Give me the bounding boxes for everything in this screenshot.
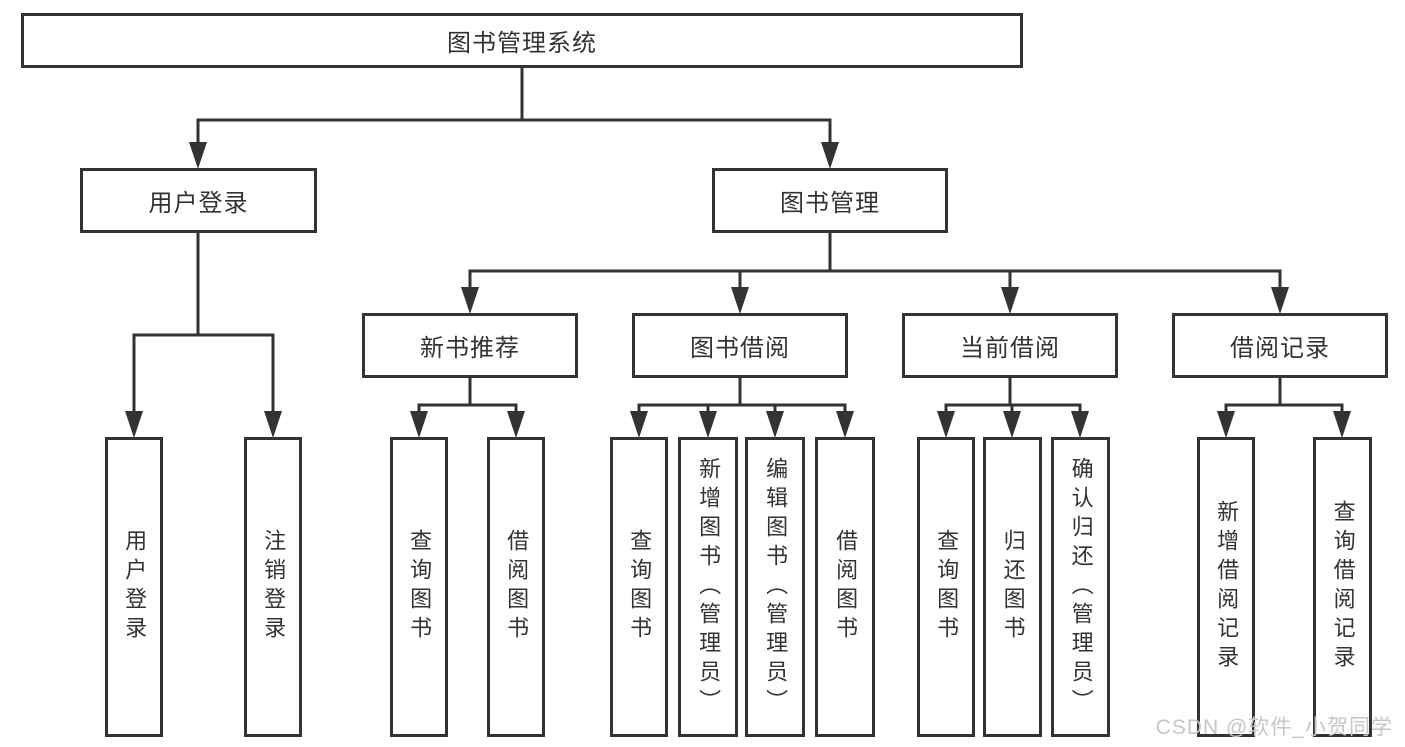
leaf-query-borrow-record: 查询借阅记录 <box>1313 437 1372 737</box>
leaf-add-book-admin: 新增图书（管理员） <box>678 437 738 737</box>
leaf-edit-book-admin: 编辑图书（管理员） <box>745 437 805 737</box>
node-library-management-system: 图书管理系统 <box>21 13 1023 68</box>
leaf-query-books: 查询图书 <box>390 437 448 737</box>
node-current-borrowing: 当前借阅 <box>902 313 1118 378</box>
leaf-borrow-books: 借阅图书 <box>815 437 875 737</box>
node-user-login: 用户登录 <box>80 168 317 233</box>
leaf-label: 新增图书（管理员） <box>696 456 722 718</box>
leaf-label: 新增借阅记录 <box>1214 500 1240 674</box>
leaf-label: 查询图书 <box>407 529 433 645</box>
leaf-user-login: 用户登录 <box>105 437 163 737</box>
node-borrowing-records: 借阅记录 <box>1172 313 1388 378</box>
leaf-label: 借阅图书 <box>504 529 530 645</box>
leaf-confirm-return-admin: 确认归还（管理员） <box>1051 437 1110 737</box>
leaf-label: 查询借阅记录 <box>1330 500 1356 674</box>
leaf-label: 确认归还（管理员） <box>1068 456 1094 718</box>
leaf-query-books: 查询图书 <box>917 437 975 737</box>
leaf-label: 查询图书 <box>627 529 653 645</box>
leaf-label: 查询图书 <box>934 529 960 645</box>
leaf-label: 归还图书 <box>1000 529 1026 645</box>
leaf-label: 注销登录 <box>261 529 287 645</box>
leaf-label: 编辑图书（管理员） <box>763 456 789 718</box>
leaf-label: 用户登录 <box>122 529 148 645</box>
leaf-return-books: 归还图书 <box>983 437 1042 737</box>
leaf-borrow-books: 借阅图书 <box>487 437 545 737</box>
node-book-management: 图书管理 <box>712 168 948 233</box>
leaf-logout: 注销登录 <box>244 437 302 737</box>
leaf-query-books: 查询图书 <box>610 437 668 737</box>
node-new-book-recommendation: 新书推荐 <box>362 313 578 378</box>
leaf-add-borrow-record: 新增借阅记录 <box>1197 437 1255 737</box>
node-book-borrowing: 图书借阅 <box>632 313 848 378</box>
leaf-label: 借阅图书 <box>833 529 859 645</box>
watermark: CSDN @软件_小贺同学 <box>1155 716 1393 739</box>
